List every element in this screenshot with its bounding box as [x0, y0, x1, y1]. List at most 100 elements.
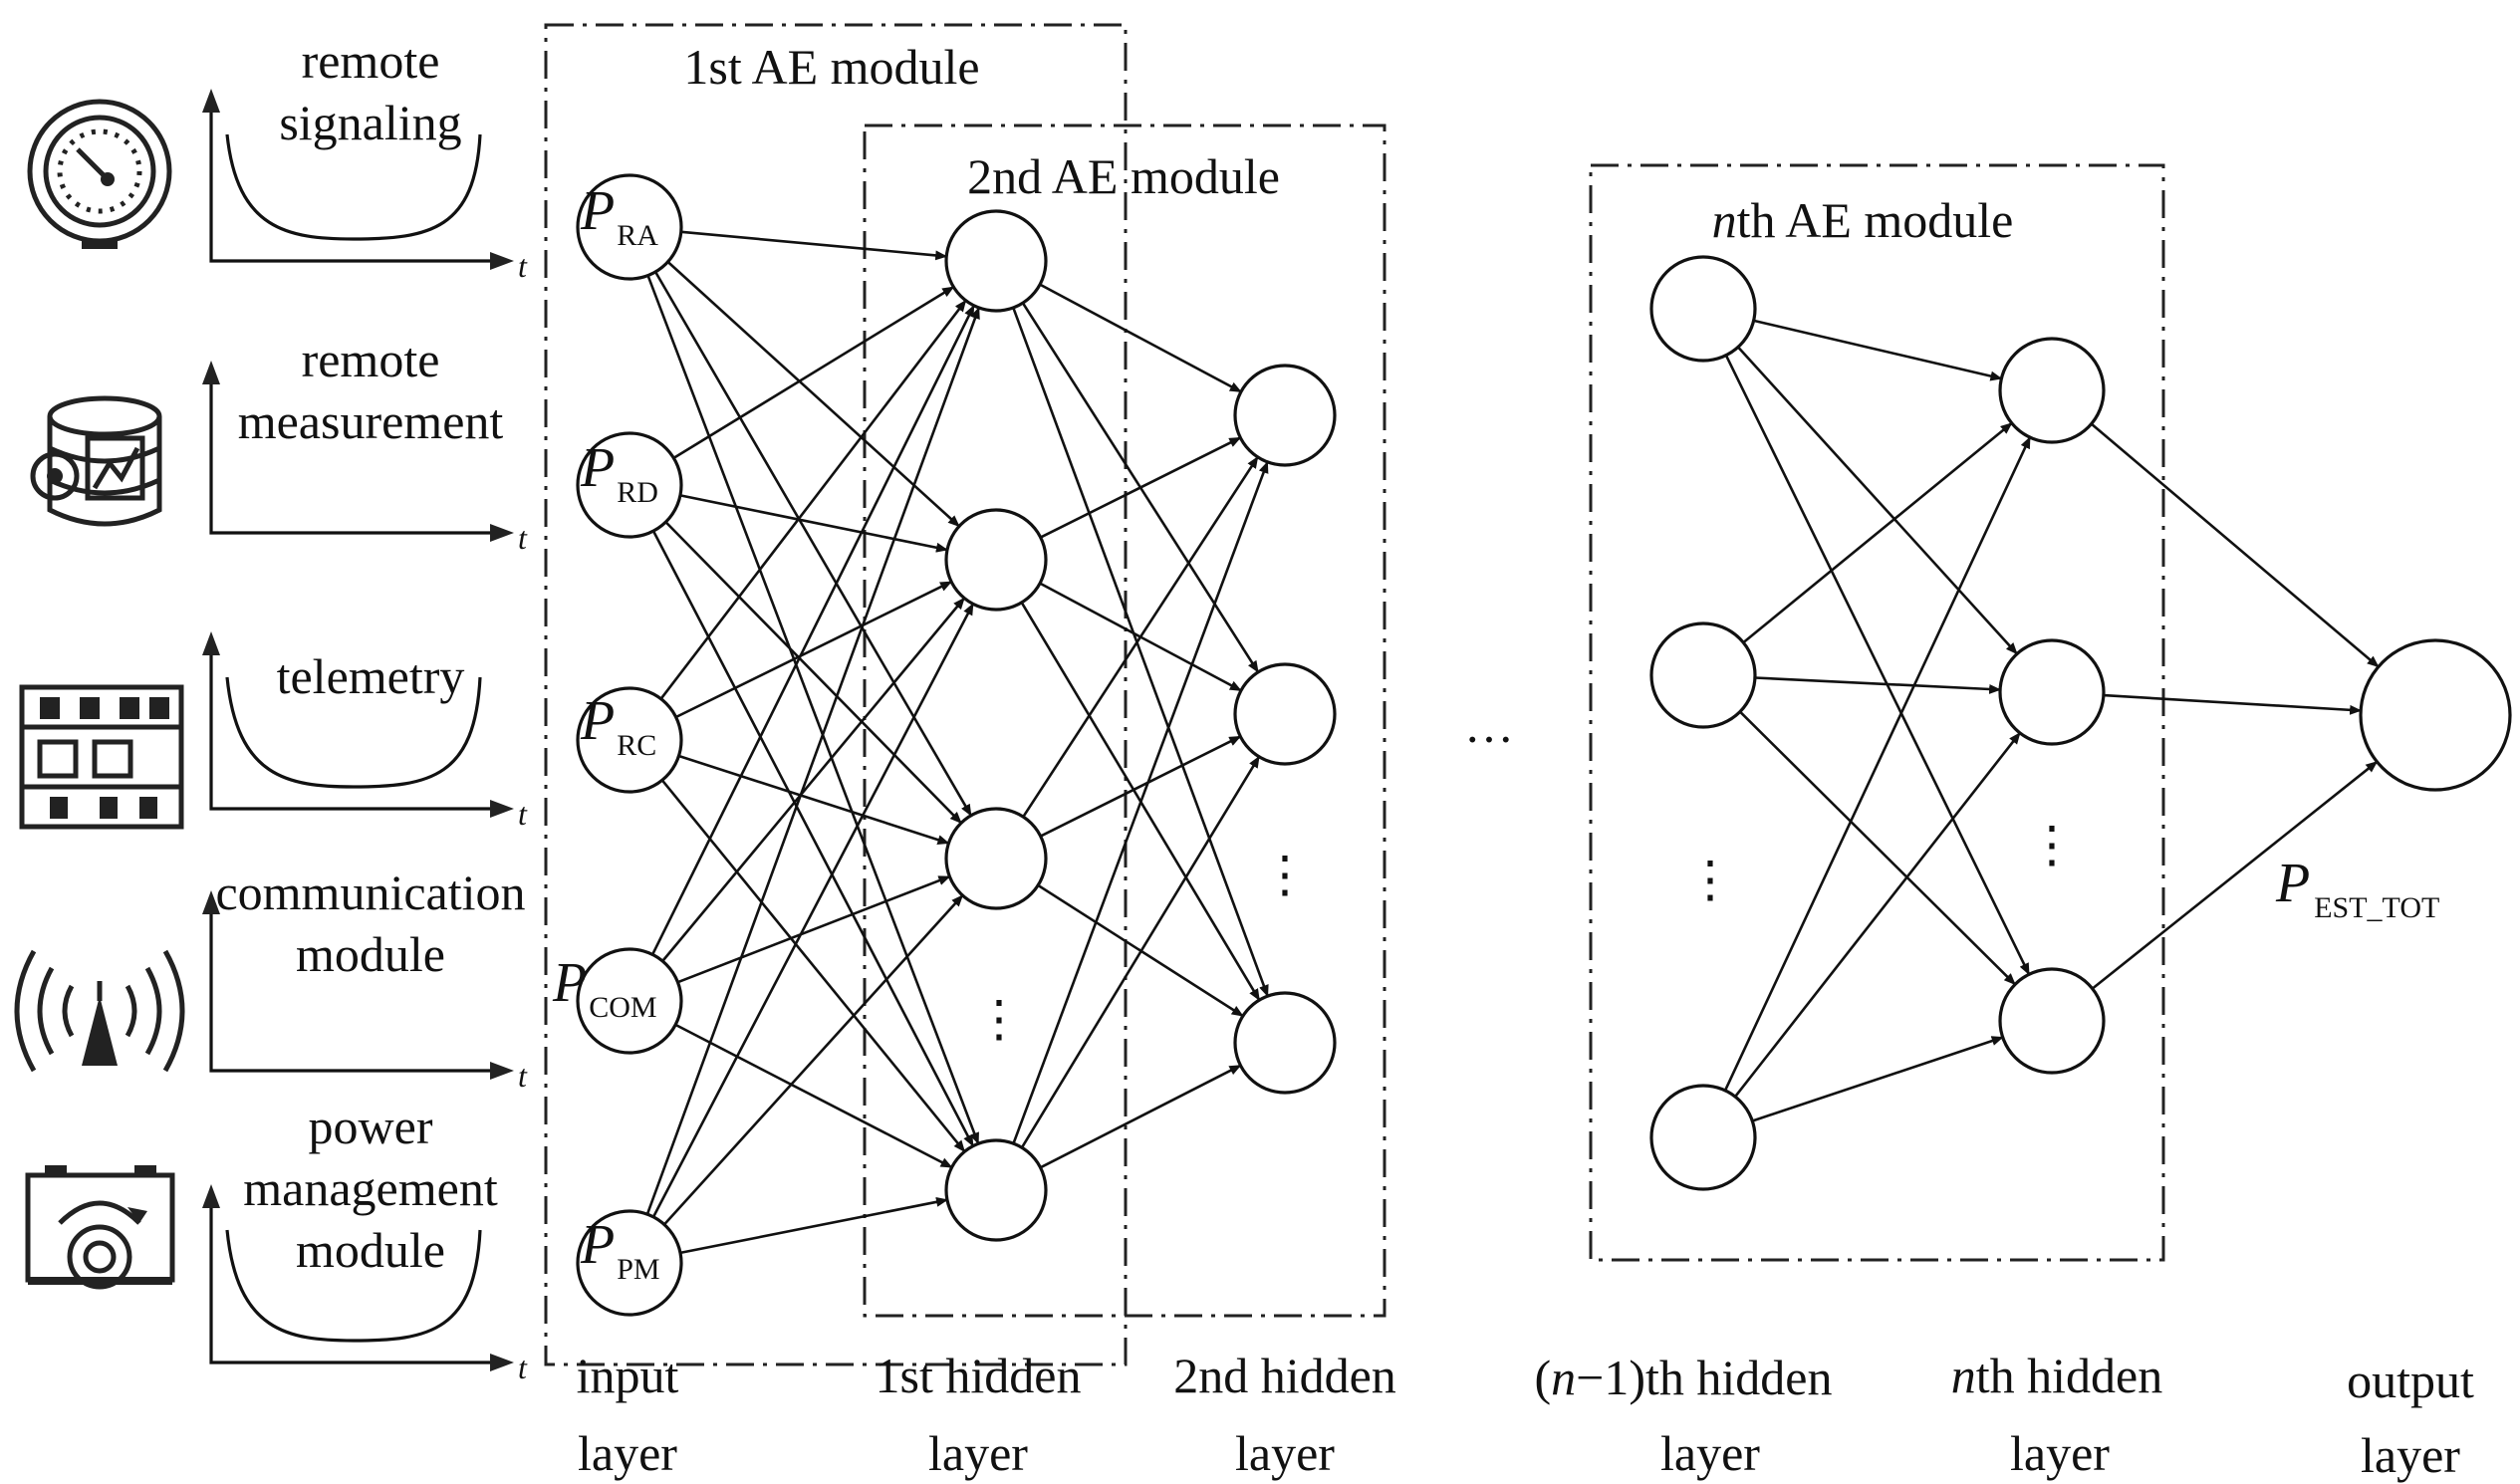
signal-label-5-line-1: power	[309, 1099, 433, 1154]
edge-input-3-to-hidden-1-1	[659, 299, 967, 700]
x-axis-arrow-2	[490, 524, 514, 542]
signal-label-3-line-1: telemetry	[277, 648, 465, 704]
hidden-n-minus-1-node-2	[1649, 621, 1757, 729]
edge-hidden-n-2-to-output-1	[2103, 693, 2363, 715]
hidden-1-node-4	[944, 1138, 1048, 1242]
ae-module-1-box	[544, 23, 1128, 1366]
signal-label-5-line-2: management	[243, 1160, 498, 1216]
edge-hidden-1-1-to-hidden-2-1	[1039, 283, 1242, 393]
time-axis-label-3: t	[518, 796, 528, 832]
input-node-2	[576, 431, 683, 539]
time-axis-label-1: t	[518, 248, 528, 284]
edge-input-5-to-hidden-1-1	[645, 307, 981, 1215]
input-node-1	[576, 173, 683, 281]
ellipsis-hidden-1: ⋮	[974, 991, 1024, 1047]
y-axis-arrow-2	[202, 361, 220, 384]
signal-panel-3: t telemetry	[202, 631, 528, 832]
edge-hidden-1-4-to-hidden-2-1	[1012, 460, 1269, 1144]
hidden-n-minus-1-layer-label: (n−1)th hidden	[1535, 1350, 1833, 1405]
hidden-n-minus-1-node-1	[1649, 255, 1757, 363]
edge-hidden-n-minus-1-2-to-hidden-n-1	[1742, 421, 2013, 644]
hidden-2-layer-label: 2nd hidden	[1173, 1348, 1396, 1403]
input-node-3	[576, 686, 683, 794]
input-layer-label: input	[577, 1348, 679, 1403]
time-axis-label-2: t	[518, 520, 528, 556]
edge-hidden-n-minus-1-3-to-hidden-n-1	[1723, 436, 2032, 1092]
signal-label-4-line-1: communication	[215, 865, 525, 920]
hidden-n-node-3	[1998, 967, 2106, 1075]
edge-hidden-n-3-to-output-1	[2091, 760, 2379, 990]
edge-input-1-to-hidden-1-4	[646, 275, 980, 1145]
y-axis-arrow-5	[202, 1184, 220, 1208]
y-axis-arrow-4	[202, 890, 220, 914]
database-gear-icon	[30, 395, 162, 527]
edge-hidden-n-minus-1-1-to-hidden-n-3	[1724, 355, 2031, 976]
edge-hidden-n-minus-1-1-to-hidden-n-1	[1753, 319, 2003, 381]
hidden-1-node-3	[944, 807, 1048, 910]
edge-input-1-to-hidden-1-3	[653, 271, 973, 817]
connection-edges	[645, 230, 2380, 1255]
hidden-1-layer-label-2: layer	[928, 1425, 1028, 1481]
hidden-1-node-1	[944, 209, 1048, 313]
edge-input-5-to-hidden-1-4	[679, 1196, 948, 1255]
edge-hidden-1-1-to-hidden-2-3	[1012, 307, 1269, 998]
hidden-n-node-1	[1998, 337, 2106, 444]
edge-input-3-to-hidden-1-2	[675, 580, 952, 719]
ellipsis-hidden-n: ⋮	[2027, 817, 2077, 872]
dial-gauge-icon	[27, 99, 172, 249]
edge-hidden-n-minus-1-2-to-hidden-n-3	[1738, 710, 2017, 986]
signal-label-1-line-2: signaling	[279, 95, 461, 150]
edge-input-4-to-hidden-1-2	[661, 597, 966, 962]
hidden-n-minus-1-layer-label-2: layer	[1660, 1425, 1760, 1481]
time-axis-label-4: t	[518, 1058, 528, 1094]
hidden-2-node-1	[1233, 364, 1337, 467]
input-label-com: PCOM	[552, 952, 657, 1024]
edge-hidden-n-minus-1-3-to-hidden-n-3	[1751, 1036, 2004, 1122]
y-axis-arrow-1	[202, 89, 220, 113]
signal-axes-3	[209, 637, 508, 811]
signal-label-2-line-2: measurement	[238, 393, 504, 449]
input-label-ra: PRA	[580, 180, 658, 252]
edge-input-5-to-hidden-1-3	[662, 894, 964, 1226]
output-layer-label-2: layer	[2361, 1427, 2460, 1483]
hidden-1-layer-label: 1st hidden	[876, 1348, 1082, 1403]
edge-hidden-1-4-to-hidden-2-2	[1020, 755, 1261, 1148]
signal-panel-2: t remote measurement	[202, 332, 528, 556]
signal-axes-4	[209, 896, 508, 1073]
edge-hidden-n-minus-1-1-to-hidden-n-2	[1737, 346, 2018, 655]
input-node-labels: PRA PRD PRC PCOM PPM	[552, 180, 660, 1286]
signal-label-2-line-1: remote	[302, 332, 440, 387]
x-axis-arrow-4	[490, 1062, 514, 1080]
ae-module-2-box	[863, 124, 1386, 1318]
x-axis-arrow-3	[490, 800, 514, 818]
signal-axes-2	[209, 367, 508, 535]
y-axis-arrow-3	[202, 631, 220, 655]
battery-knob-icon	[25, 1165, 175, 1290]
edge-hidden-1-3-to-hidden-2-1	[1022, 456, 1259, 818]
ae-module-n-box	[1589, 163, 2165, 1262]
signal-axes-1	[209, 95, 508, 263]
ae-module-1-title: 1st AE module	[683, 39, 979, 95]
hidden-2-layer-label-2: layer	[1235, 1425, 1335, 1481]
edge-input-5-to-hidden-1-2	[651, 603, 975, 1218]
ellipsis-between-layers: …	[1464, 697, 1514, 753]
edge-input-4-to-hidden-1-3	[677, 874, 951, 984]
signal-axes-5	[209, 1190, 508, 1364]
x-axis-arrow-5	[490, 1354, 514, 1371]
edge-input-4-to-hidden-1-4	[674, 1023, 953, 1169]
hidden-n-layer-label-2: layer	[2010, 1425, 2110, 1481]
input-label-rd: PRD	[580, 437, 658, 509]
ellipsis-hidden-2: ⋮	[1260, 847, 1310, 902]
edge-input-3-to-hidden-1-3	[678, 754, 950, 845]
edge-input-1-to-hidden-1-1	[680, 230, 948, 261]
edge-input-2-to-hidden-1-4	[651, 530, 975, 1147]
edge-hidden-1-3-to-hidden-2-2	[1040, 735, 1242, 838]
input-label-pm: PPM	[580, 1214, 660, 1286]
ae-module-n-title: nth AE module	[1712, 192, 2014, 248]
antenna-icon	[14, 949, 185, 1073]
